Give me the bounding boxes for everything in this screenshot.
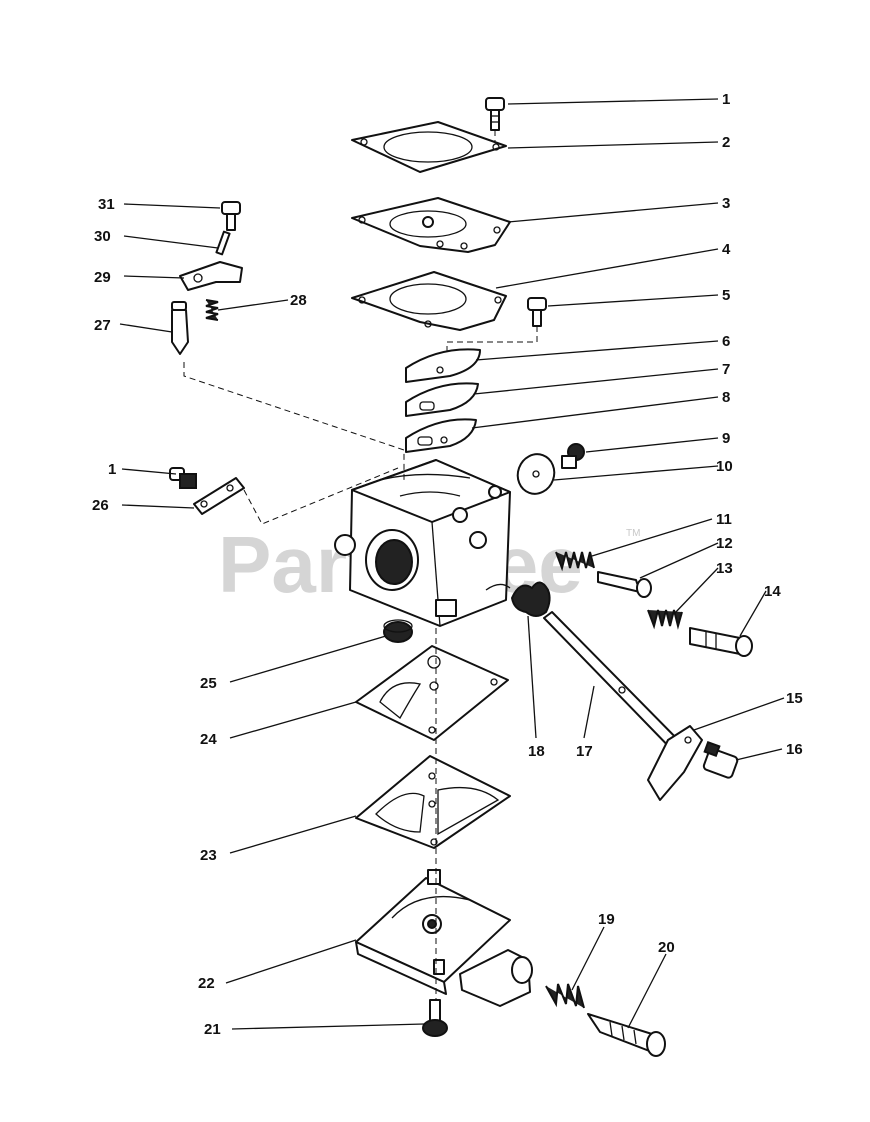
part-27-needle-valve[interactable]	[171, 301, 189, 355]
watermark-trademark: TM	[626, 528, 640, 539]
callout-23[interactable]: 23	[200, 847, 217, 864]
callout-28[interactable]: 28	[290, 292, 307, 309]
callout-2[interactable]: 2	[722, 134, 730, 151]
part-20-screw[interactable]	[587, 1013, 666, 1057]
part-31-screw[interactable]	[221, 201, 241, 231]
callout-11[interactable]: 11	[716, 511, 732, 528]
callout-8[interactable]: 8	[722, 389, 730, 406]
callout-4[interactable]: 4	[722, 241, 731, 258]
callout-24[interactable]: 24	[200, 731, 217, 748]
callout-29[interactable]: 29	[94, 269, 111, 286]
callout-15[interactable]: 15	[786, 690, 803, 707]
callout-25[interactable]: 25	[200, 675, 217, 692]
part-13-spring[interactable]	[647, 609, 683, 630]
part-17-throttle-shaft[interactable]	[543, 611, 691, 759]
part-21-bottom-screw[interactable]	[422, 999, 448, 1037]
part-22-metering-cover[interactable]	[355, 869, 533, 1007]
assembly-guide-lines	[183, 362, 437, 1000]
part-6-valve-plate[interactable]	[405, 348, 481, 383]
part-7-valve-plate[interactable]	[405, 382, 479, 417]
callout-10[interactable]: 10	[716, 458, 733, 475]
part-10-disc[interactable]	[512, 449, 560, 499]
callout-3[interactable]: 3	[722, 195, 730, 212]
callout-6[interactable]: 6	[722, 333, 730, 350]
callout-1-left[interactable]: 1	[108, 461, 116, 478]
callout-19[interactable]: 19	[598, 911, 615, 928]
part-4-gasket[interactable]	[351, 271, 507, 331]
callout-22[interactable]: 22	[198, 975, 215, 992]
part-12-idle-screw[interactable]	[597, 571, 652, 598]
callout-1[interactable]: 1	[722, 91, 730, 108]
callouts: 1 2 3 4 5 6 7 8 9 10 11 12 13 14 15 16 1…	[92, 91, 803, 1038]
callout-17[interactable]: 17	[576, 743, 593, 760]
part-1-top-screw[interactable]	[485, 97, 505, 145]
callout-27[interactable]: 27	[94, 317, 111, 334]
callout-26[interactable]: 26	[92, 497, 109, 514]
part-15-throttle-lever[interactable]	[647, 725, 703, 801]
callout-5[interactable]: 5	[722, 287, 730, 304]
part-1-left-screw[interactable]	[169, 467, 197, 489]
part-26-bracket[interactable]	[193, 477, 245, 515]
part-30-pin[interactable]	[215, 230, 231, 256]
callout-20[interactable]: 20	[658, 939, 675, 956]
part-2-cover-plate[interactable]	[351, 121, 507, 173]
part-25-filter-screen[interactable]	[383, 619, 413, 643]
part-19-spring[interactable]	[545, 983, 585, 1009]
part-3-pump-diaphragm[interactable]	[351, 197, 511, 253]
part-8-valve-plate[interactable]	[405, 418, 477, 453]
part-9-screw[interactable]	[561, 443, 585, 469]
callout-7[interactable]: 7	[722, 361, 730, 378]
callout-21[interactable]: 21	[204, 1021, 221, 1038]
part-drawings	[169, 97, 753, 1057]
part-14-adjusting-screw[interactable]	[689, 627, 753, 657]
callout-9[interactable]: 9	[722, 430, 730, 447]
callout-12[interactable]: 12	[716, 535, 733, 552]
carburetor-body[interactable]	[334, 459, 511, 627]
callout-31[interactable]: 31	[98, 196, 115, 213]
part-24-gasket[interactable]	[355, 645, 509, 741]
part-23-diaphragm[interactable]	[355, 755, 511, 849]
callout-16[interactable]: 16	[786, 741, 803, 758]
part-5-screw[interactable]	[446, 297, 547, 358]
part-11-spring[interactable]	[555, 551, 595, 572]
callout-30[interactable]: 30	[94, 228, 111, 245]
callout-13[interactable]: 13	[716, 560, 733, 577]
leader-lines	[119, 98, 785, 1030]
part-16-clip[interactable]	[702, 740, 739, 779]
part-18-spring[interactable]	[510, 581, 551, 617]
part-29-inlet-lever[interactable]	[179, 261, 243, 291]
callout-18[interactable]: 18	[528, 743, 545, 760]
part-28-spring[interactable]	[205, 299, 219, 321]
callout-14[interactable]: 14	[764, 583, 781, 600]
